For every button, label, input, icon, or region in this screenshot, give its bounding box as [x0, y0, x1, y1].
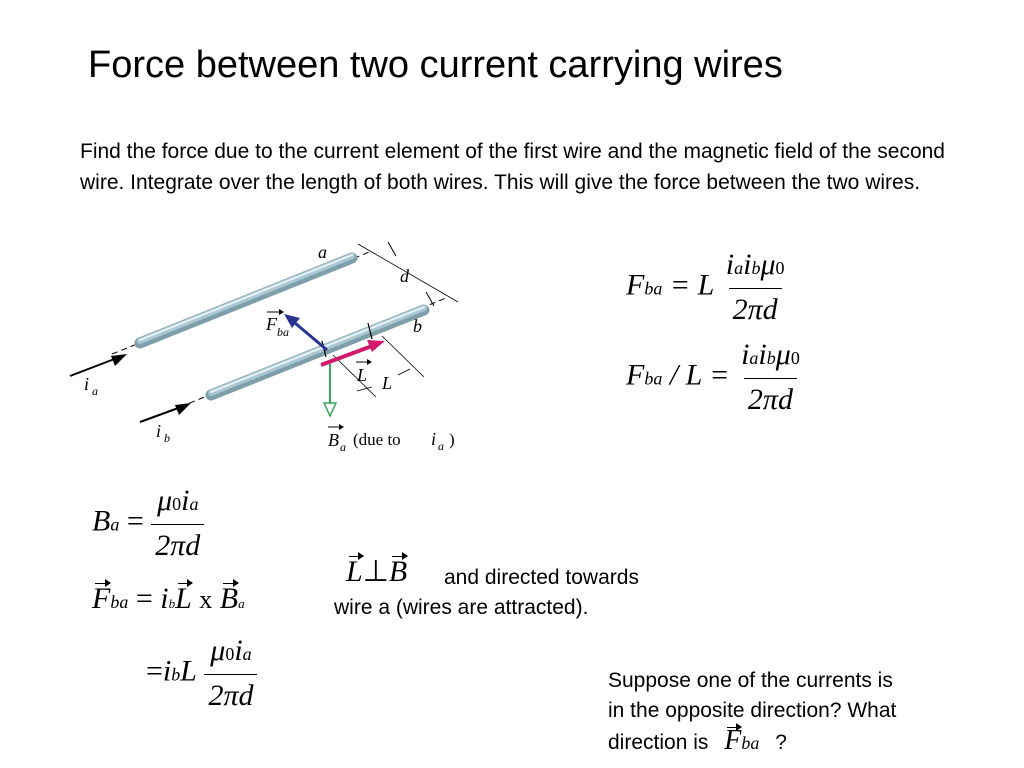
perp-text-line2: wire a (wires are attracted). [334, 596, 589, 619]
equation-force-result: =ibL μ0ia 2πd [146, 634, 258, 713]
question-line2: in the opposite direction? What [608, 699, 897, 722]
eq1-num-i1: i [725, 248, 735, 281]
perpendicular-expression: L⊥B [346, 552, 409, 589]
l-dimension-line-left [332, 354, 377, 398]
eq4-eq: = [135, 582, 153, 615]
eq4-i-sub: b [168, 596, 176, 611]
field-note-sub: a [438, 439, 444, 453]
eq2-num-i2: i [758, 338, 767, 371]
eq4-i: i [160, 582, 169, 615]
perp-L: L [346, 552, 364, 588]
eq2-num-mu: μ [775, 338, 791, 371]
eq4-lhs-sub: ba [110, 592, 129, 612]
eq1-num-a: a [734, 258, 744, 278]
current-b-arrow [139, 406, 182, 423]
eq1-lhs: F [626, 268, 645, 302]
force-arrow [294, 321, 328, 352]
eq4-lhs: F [92, 579, 112, 615]
eq4-B-sub: a [238, 596, 245, 611]
separation-label: d [400, 266, 410, 286]
eq5-i-sub: b [171, 664, 181, 685]
eq3-eq: = [126, 504, 144, 538]
intro-paragraph: Find the force due to the current elemen… [80, 140, 945, 194]
wire-b-label: b [413, 316, 422, 336]
eq3-fraction: μ0ia 2πd [151, 484, 205, 563]
eq2-lhs-sub: ba [644, 368, 663, 389]
eq4-x: x [199, 585, 213, 614]
eq3-den: 2πd [151, 524, 205, 563]
eq5-eq: = [146, 654, 163, 688]
eq2-num-a: a [749, 348, 759, 368]
perp-text-line1: and directed towards [444, 566, 639, 589]
question-F-sub: ba [741, 733, 760, 753]
perp-B: B [388, 552, 409, 588]
d-dimension-line [357, 243, 459, 303]
field-note-suffix: ) [449, 430, 455, 449]
slide-title: Force between two current carrying wires [88, 44, 783, 86]
eq4-B: B [219, 579, 240, 615]
wire-a-label: a [318, 242, 327, 262]
two-wires-figure: d a b L i a i b F ba L B a (due to i a ) [69, 241, 459, 454]
force-label-main: F [265, 314, 278, 334]
equation-force-total: Fba = L iaibμ0 2πd [626, 248, 789, 327]
eq3-num-a: a [189, 494, 199, 514]
eq1-eq: = L [669, 268, 715, 302]
question-F: F [724, 723, 743, 756]
field-note-var: i [431, 429, 436, 449]
l-dimension-line-right [381, 335, 425, 378]
perp-symbol: ⊥ [362, 555, 389, 588]
eq2-num-b: b [766, 348, 776, 368]
eq3-num-0: 0 [172, 494, 182, 514]
element-label: L [356, 365, 367, 385]
eq2-num-0: 0 [790, 348, 800, 368]
current-b-sub: b [164, 431, 170, 445]
eq2-rest: / L = [669, 358, 730, 392]
equation-field: Ba = μ0ia 2πd [92, 484, 205, 563]
eq4-L: L [175, 579, 193, 615]
field-note-prefix: (due to [353, 430, 401, 449]
field-label-main: B [328, 430, 339, 450]
eq1-num-b: b [751, 258, 761, 278]
length-element-arrow [320, 344, 373, 367]
eq2-num-i1: i [741, 338, 750, 371]
eq5-i: i [162, 654, 172, 688]
force-label-sub: ba [277, 325, 289, 339]
question-block: Suppose one of the currents is in the op… [608, 666, 1008, 758]
eq5-L: L [180, 654, 197, 688]
eq1-num-mu: μ [760, 248, 776, 281]
field-label-sub: a [340, 440, 346, 454]
equation-cross-product: Fba = ibL x Ba [92, 579, 245, 616]
eq1-lhs-sub: ba [644, 278, 663, 299]
eq2-fraction: iaibμ0 2πd [737, 338, 804, 417]
current-a-arrow [69, 357, 118, 377]
eq1-fraction: iaibμ0 2πd [722, 248, 789, 327]
question-line3: direction is [608, 731, 709, 754]
eq1-num-0: 0 [775, 258, 785, 278]
eq3-lhs: B [92, 504, 111, 538]
question-line1: Suppose one of the currents is [608, 669, 893, 692]
current-b-main: i [156, 421, 161, 441]
eq3-lhs-sub: a [110, 514, 120, 535]
eq3-num-mu: μ [157, 484, 173, 517]
eq5-num-mu: μ [210, 634, 226, 667]
eq2-lhs: F [626, 358, 645, 392]
eq1-den: 2πd [728, 288, 782, 327]
eq5-fraction: μ0ia 2πd [204, 634, 258, 713]
eq5-den: 2πd [204, 674, 258, 713]
current-a-main: i [84, 374, 89, 394]
question-mark: ? [775, 731, 787, 754]
length-label: L [381, 373, 392, 393]
eq2-den: 2πd [743, 378, 797, 417]
eq1-num-i2: i [743, 248, 752, 281]
eq5-num-a: a [242, 644, 252, 664]
current-a-sub: a [92, 384, 98, 398]
eq5-num-i: i [234, 634, 243, 667]
eq5-num-0: 0 [225, 644, 235, 664]
equation-force-per-length: Fba / L = iaibμ0 2πd [626, 338, 804, 417]
eq3-num-i: i [181, 484, 190, 517]
